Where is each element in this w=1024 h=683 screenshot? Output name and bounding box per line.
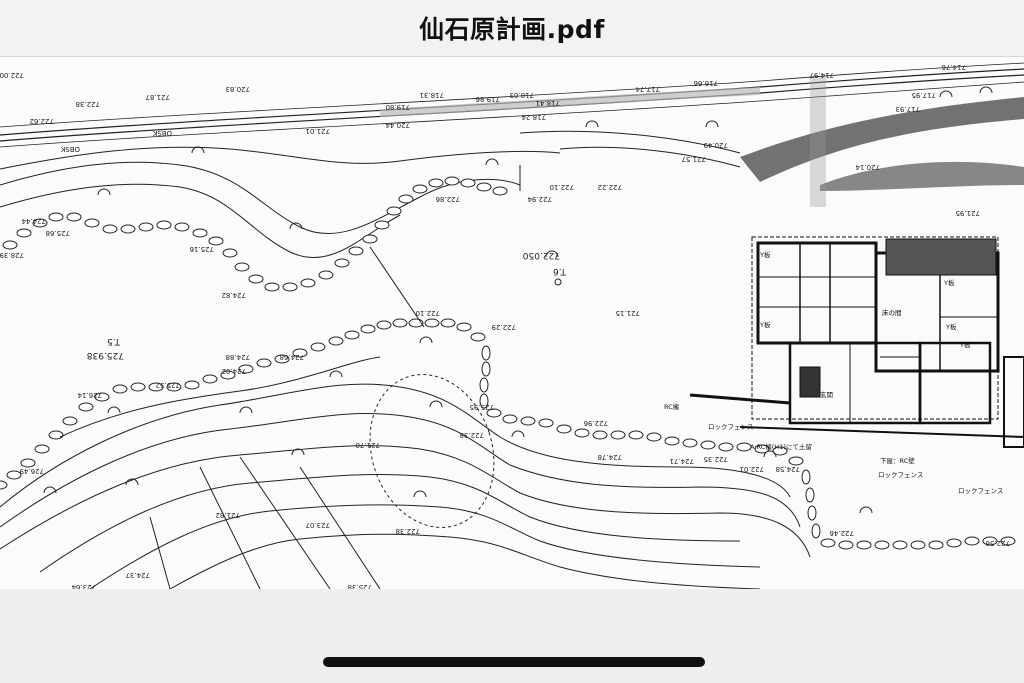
svg-text:720.49: 720.49 — [704, 141, 729, 149]
svg-text:718.03: 718.03 — [510, 91, 535, 99]
svg-text:722.96: 722.96 — [583, 419, 608, 427]
svg-text:722.46: 722.46 — [829, 529, 854, 537]
svg-text:725.52: 725.52 — [156, 381, 181, 389]
svg-text:玄関: 玄関 — [820, 390, 833, 399]
svg-text:722.56: 722.56 — [985, 539, 1010, 547]
hatch-band — [380, 77, 1024, 207]
svg-text:724.58: 724.58 — [776, 465, 801, 473]
svg-text:ロックフェンス: ロックフェンス — [958, 487, 1003, 495]
svg-text:722.10: 722.10 — [416, 309, 441, 317]
svg-text:722.22: 722.22 — [598, 183, 623, 191]
svg-text:720.83: 720.83 — [226, 85, 251, 93]
leader-lines — [149, 165, 521, 589]
svg-text:723.64: 723.64 — [71, 583, 96, 589]
svg-text:721.01: 721.01 — [306, 127, 331, 135]
svg-text:721.82: 721.82 — [216, 511, 241, 519]
svg-text:725.38: 725.38 — [348, 583, 373, 589]
svg-text:717.95: 717.95 — [912, 91, 937, 99]
svg-text:719.80: 719.80 — [386, 103, 411, 111]
svg-text:714.76: 714.76 — [941, 63, 966, 71]
svg-text:OBSK: OBSK — [152, 129, 172, 137]
svg-text:722.050: 722.050 — [523, 250, 560, 260]
svg-text:714.97: 714.97 — [810, 71, 835, 79]
svg-text:Y板: Y板 — [945, 322, 957, 331]
svg-text:720.44: 720.44 — [385, 121, 410, 129]
svg-text:724.71: 724.71 — [670, 457, 695, 465]
svg-text:T.6: T.6 — [553, 266, 567, 276]
svg-text:721.87: 721.87 — [146, 93, 171, 101]
svg-text:722.00: 722.00 — [0, 71, 24, 79]
svg-text:724.78: 724.78 — [598, 453, 623, 461]
svg-text:722.38: 722.38 — [396, 527, 421, 535]
svg-text:724.82: 724.82 — [222, 291, 247, 299]
benchmark-markers: T.6 T.5 725.938 OBSK OBSK — [60, 129, 567, 360]
contour-lines-lower — [0, 356, 811, 589]
svg-text:下屋：RC壁: 下屋：RC壁 — [880, 456, 915, 465]
svg-text:716.66: 716.66 — [693, 79, 718, 87]
svg-text:724.44: 724.44 — [21, 217, 46, 225]
stone-wall-upper — [2, 176, 508, 292]
svg-text:724.02: 724.02 — [222, 367, 247, 375]
svg-text:722.86: 722.86 — [435, 195, 460, 203]
building-floor-plan — [689, 236, 1024, 448]
home-indicator[interactable] — [323, 657, 705, 667]
svg-text:Y板: Y板 — [759, 320, 771, 329]
elevation-labels: 722.00 722.38 721.87 720.83 719.80 718.3… — [0, 63, 1010, 589]
svg-text:722.62: 722.62 — [30, 117, 55, 125]
svg-text:717.93: 717.93 — [896, 105, 921, 113]
svg-text:724.37: 724.37 — [126, 571, 151, 579]
bottom-toolbar-area — [0, 589, 1024, 683]
svg-text:725.938: 725.938 — [87, 350, 124, 360]
title-bar: 仙石原計画.pdf — [0, 0, 1024, 56]
tree-symbols — [43, 86, 993, 514]
svg-text:Y板: Y板 — [759, 250, 771, 259]
svg-text:722.38: 722.38 — [76, 100, 101, 108]
svg-text:T.5: T.5 — [107, 336, 121, 346]
contour-lines-upper — [0, 130, 741, 258]
svg-text:OBSK: OBSK — [60, 145, 80, 153]
svg-text:RC擁: RC擁 — [664, 402, 680, 411]
svg-text:725.95: 725.95 — [470, 403, 495, 411]
site-plan-drawing: Y板 Y板 Y板 Y板 Y板 床の間 玄関 ロックフェンス ロックフェンス ロッ… — [0, 57, 1024, 589]
svg-text:Y板: Y板 — [943, 278, 955, 287]
svg-text:718.31: 718.31 — [420, 91, 445, 99]
svg-text:722.29: 722.29 — [492, 323, 517, 331]
svg-text:A:RC擁(H1)にて土留: A:RC擁(H1)にて土留 — [750, 442, 812, 451]
svg-text:床の間: 床の間 — [882, 308, 902, 317]
svg-text:719.86: 719.86 — [475, 95, 500, 103]
svg-text:722.01: 722.01 — [740, 465, 765, 473]
stone-wall-middle — [0, 318, 1016, 550]
svg-text:721.15: 721.15 — [616, 309, 641, 317]
svg-text:718.41: 718.41 — [536, 99, 561, 107]
pdf-page-viewer[interactable]: Y板 Y板 Y板 Y板 Y板 床の間 玄関 ロックフェンス ロックフェンス ロッ… — [0, 56, 1024, 590]
svg-text:721.57: 721.57 — [682, 155, 707, 163]
svg-text:726.49: 726.49 — [20, 467, 45, 475]
svg-text:728.39: 728.39 — [0, 251, 24, 259]
svg-text:724.88: 724.88 — [226, 353, 251, 361]
svg-text:ロックフェンス: ロックフェンス — [878, 471, 923, 479]
svg-text:725.16: 725.16 — [189, 245, 214, 253]
svg-text:721.95: 721.95 — [956, 209, 981, 217]
svg-text:722.35: 722.35 — [704, 455, 729, 463]
svg-text:ロックフェンス: ロックフェンス — [708, 423, 753, 431]
svg-text:717.74: 717.74 — [635, 85, 660, 93]
svg-text:726.14: 726.14 — [77, 391, 102, 399]
building-room-labels: Y板 Y板 Y板 Y板 Y板 床の間 玄関 ロックフェンス ロックフェンス ロッ… — [664, 250, 1003, 495]
dashed-boundary — [369, 374, 495, 528]
svg-text:722.38: 722.38 — [460, 431, 485, 439]
svg-text:721.70: 721.70 — [356, 441, 381, 449]
svg-text:723.07: 723.07 — [306, 521, 331, 529]
svg-text:722.94: 722.94 — [527, 195, 552, 203]
document-title: 仙石原計画.pdf — [419, 15, 605, 44]
svg-text:Y板: Y板 — [959, 340, 971, 349]
svg-text:722.10: 722.10 — [550, 183, 575, 191]
svg-text:720.14: 720.14 — [855, 163, 880, 171]
svg-text:725.68: 725.68 — [46, 229, 71, 237]
svg-text:724.68: 724.68 — [280, 353, 305, 361]
svg-text:718.24: 718.24 — [521, 113, 546, 121]
